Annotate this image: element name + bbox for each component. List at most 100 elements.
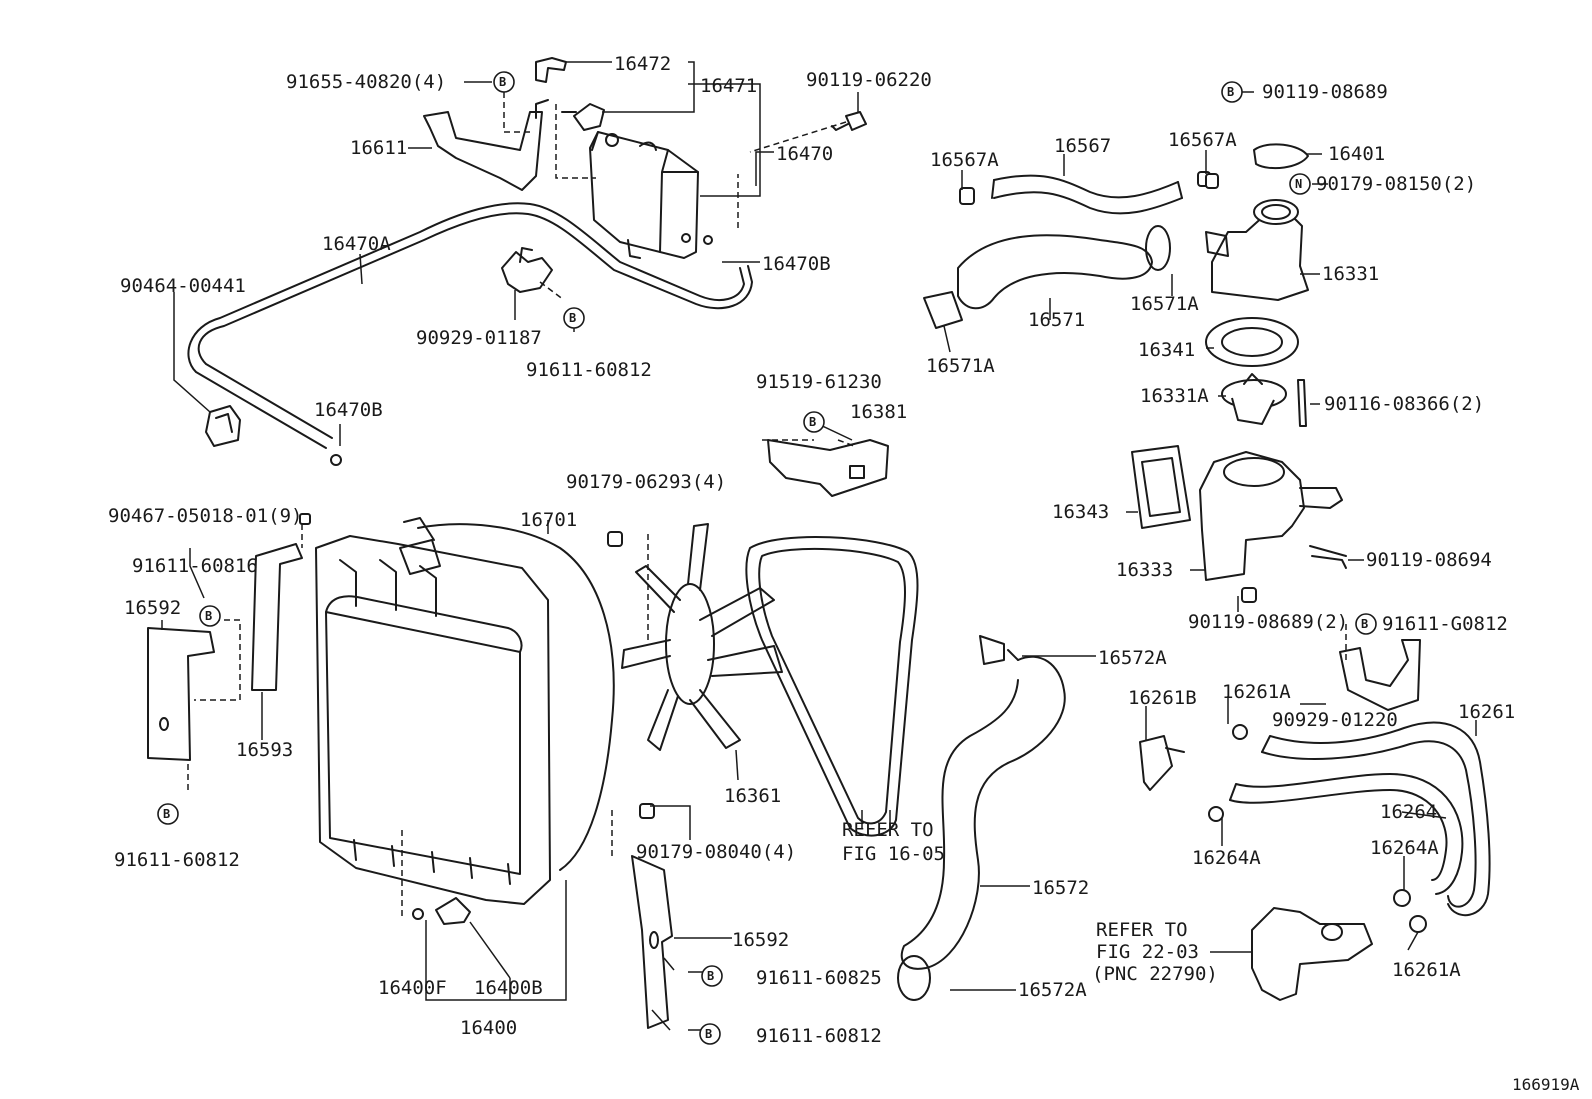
leader-lines (161, 61, 1477, 1031)
label-16261A-bottom: 16261A (1392, 959, 1461, 981)
label-16470B-bottom: 16470B (314, 399, 383, 421)
label-16593: 16593 (236, 739, 293, 761)
drive-belt-drawing (745, 536, 919, 837)
bolt-90119-06220-drawing (831, 111, 867, 131)
label-90119-08689-2: 90119-08689(2) (1188, 611, 1348, 633)
fan-shroud-16701-drawing (403, 517, 615, 871)
clip-90464-00441-drawing (205, 405, 241, 447)
label-16343: 16343 (1052, 501, 1109, 523)
badge-b-91611-60812-a: B (563, 307, 585, 329)
label-16361: 16361 (724, 785, 781, 807)
radiator-outlet-hose-16572-drawing (897, 635, 1066, 1001)
svg-text:N: N (1295, 177, 1302, 191)
label-16264: 16264 (1380, 801, 1437, 823)
label-16333: 16333 (1116, 559, 1173, 581)
gasket-16341-drawing (1205, 317, 1299, 367)
label-90179-08040: 90179-08040(4) (636, 841, 796, 863)
label-91611-60812-a: 91611-60812 (526, 359, 652, 381)
label-16400: 16400 (460, 1017, 517, 1039)
svg-text:B: B (499, 75, 506, 89)
label-90929-01187: 90929-01187 (416, 327, 542, 349)
label-90179-06293: 90179-06293(4) (566, 471, 726, 493)
label-16567A-right: 16567A (1168, 129, 1237, 151)
badge-b-91519-61230: B (803, 411, 825, 433)
svg-text:B: B (205, 609, 212, 623)
label-90464-00441: 90464-00441 (120, 275, 246, 297)
label-16400B: 16400B (474, 977, 543, 999)
label-16400F: 16400F (378, 977, 447, 999)
label-16261B: 16261B (1128, 687, 1197, 709)
badge-b-90119-08689: B (1221, 81, 1243, 103)
idle-up-valve-ref-22-03-drawing (1251, 907, 1373, 1001)
hose-16264-drawing (1229, 773, 1464, 895)
svg-text:B: B (569, 311, 576, 325)
svg-text:B: B (707, 969, 714, 983)
label-16264A-left: 16264A (1192, 847, 1261, 869)
label-91519-61230: 91519-61230 (756, 371, 882, 393)
overflow-hose-16470A-drawing (187, 202, 753, 466)
label-90119-08694: 90119-08694 (1366, 549, 1492, 571)
refer-fig-22-03-line2: FIG 22-03 (1096, 941, 1199, 963)
label-16571: 16571 (1028, 309, 1085, 331)
refer-fig-22-03-line3: (PNC 22790) (1092, 963, 1218, 985)
badge-b-91655-40820: B (493, 71, 515, 93)
badge-b-91611-60825: B (701, 965, 723, 987)
label-91611-60816: 91611-60816 (132, 555, 258, 577)
badge-b-91611-60816: B (199, 605, 221, 627)
badge-b-91611-g0812: B (1355, 613, 1377, 635)
svg-text:B: B (1227, 85, 1234, 99)
label-16261: 16261 (1458, 701, 1515, 723)
label-91611-60812-c: 91611-60812 (756, 1025, 882, 1047)
bracket-16381-drawing (767, 439, 889, 497)
thermostat-16331A-drawing (1221, 373, 1307, 427)
small-fasteners-drawing (299, 513, 1427, 933)
bracket-16592-right-drawing (631, 855, 673, 1029)
label-16611: 16611 (350, 137, 407, 159)
label-90929-01220: 90929-01220 (1272, 709, 1398, 731)
label-90119-06220: 90119-06220 (806, 69, 932, 91)
label-16567: 16567 (1054, 135, 1111, 157)
label-16401: 16401 (1328, 143, 1385, 165)
reserve-tank-drawing (589, 131, 699, 259)
label-91611-60812-b: 91611-60812 (114, 849, 240, 871)
label-16470B-top: 16470B (762, 253, 831, 275)
label-91611-G0812: 91611-G0812 (1382, 613, 1508, 635)
label-16572A-top: 16572A (1098, 647, 1167, 669)
valve-16261B-drawing (1139, 735, 1185, 791)
diagram-id: 166919A (1512, 1075, 1580, 1094)
label-16701: 16701 (520, 509, 577, 531)
label-16381: 16381 (850, 401, 907, 423)
label-16264A-right: 16264A (1370, 837, 1439, 859)
refer-fig-22-03-line1: REFER TO (1096, 919, 1188, 941)
badge-b-91611-60812-b: B (157, 803, 179, 825)
label-90467-05018-01: 90467-05018-01(9) (108, 505, 302, 527)
refer-fig-16-05-line2: FIG 16-05 (842, 843, 945, 865)
label-16341: 16341 (1138, 339, 1195, 361)
label-16470A: 16470A (322, 233, 391, 255)
water-outlet-16331-drawing (1205, 143, 1309, 301)
label-90179-08150: 90179-08150(2) (1316, 173, 1476, 195)
badge-b-91611-60812-c: B (699, 1023, 721, 1045)
refer-fig-16-05-line1: REFER TO (842, 819, 934, 841)
svg-text:B: B (1361, 617, 1368, 631)
label-91611-60825: 91611-60825 (756, 967, 882, 989)
label-16472: 16472 (614, 53, 671, 75)
label-16261A-top: 16261A (1222, 681, 1291, 703)
label-16571A-right: 16571A (1130, 293, 1199, 315)
hose-16567-drawing (959, 171, 1211, 215)
svg-text:B: B (809, 415, 816, 429)
label-90119-08689: 90119-08689 (1262, 81, 1388, 103)
label-16572A-bottom: 16572A (1018, 979, 1087, 1001)
bypass-hose-16261-drawing (1261, 721, 1491, 917)
radiator-inlet-hose-16571-drawing (923, 225, 1171, 329)
label-16571A-left: 16571A (926, 355, 995, 377)
clamp-90929-01187-drawing (501, 247, 553, 293)
label-16567A-left: 16567A (930, 149, 999, 171)
bracket-16592-left-drawing (147, 627, 215, 761)
shroud-panel-16593-drawing (251, 543, 303, 691)
bracket-16611-drawing (423, 99, 549, 191)
water-inlet-housing-16333-drawing (1199, 451, 1347, 581)
label-91655-40820: 91655-40820(4) (286, 71, 446, 93)
label-16331: 16331 (1322, 263, 1379, 285)
gasket-16343-drawing (1131, 445, 1191, 529)
